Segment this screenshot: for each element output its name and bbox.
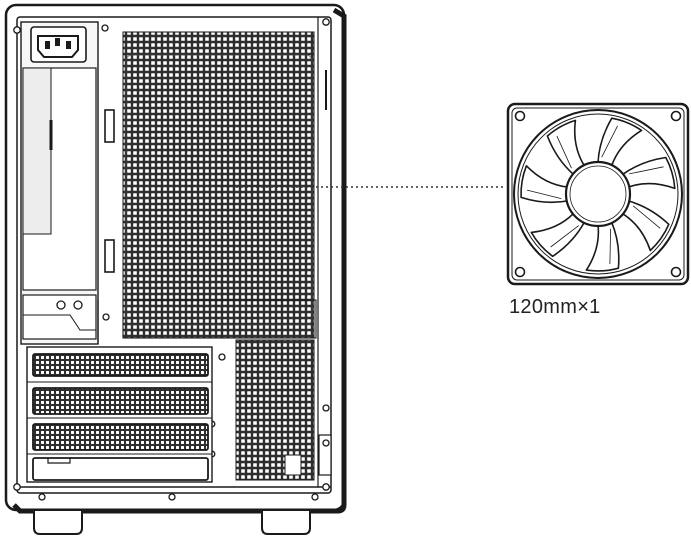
fan-blade-edge <box>601 125 618 158</box>
fan-icon <box>506 102 690 286</box>
fan-blade-edge <box>609 228 611 265</box>
fan-blade-edge <box>556 135 572 169</box>
psu-bay <box>20 21 115 345</box>
fan-blade <box>530 212 586 258</box>
expansion-slot-4 <box>32 457 209 481</box>
fan-blade <box>597 117 643 167</box>
fan-blade-edge <box>632 205 661 229</box>
fan-blade <box>621 200 670 252</box>
fan-blade <box>520 165 569 204</box>
ventilation-mesh <box>122 31 317 481</box>
fan-blade <box>621 156 676 190</box>
expansion-slot-2 <box>32 387 209 415</box>
fan-blade-edge <box>629 166 664 175</box>
fan-blade-edge <box>550 225 579 248</box>
fan-blade <box>546 119 586 176</box>
expansion-slots <box>26 346 213 483</box>
expansion-slot-1 <box>32 353 209 377</box>
expansion-slot-3 <box>32 423 209 451</box>
case-feet <box>33 511 311 535</box>
fan-blade-edge <box>527 189 562 199</box>
fan-spec-label: 120mm×1 <box>509 296 601 318</box>
